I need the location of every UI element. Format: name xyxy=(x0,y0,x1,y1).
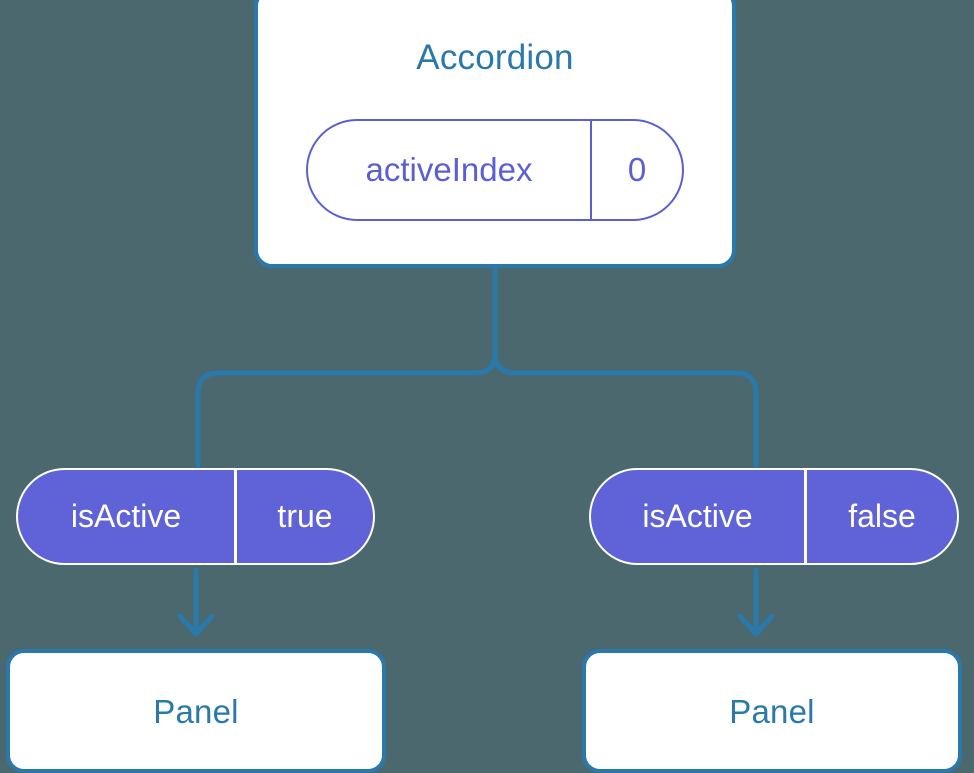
accordion-title: Accordion xyxy=(416,38,574,77)
arrow-head-left xyxy=(177,613,215,637)
tree-connector-path-right xyxy=(492,265,759,469)
panel-title-left: Panel xyxy=(153,692,239,730)
prop-pill-value: true xyxy=(234,470,373,563)
panel-node-right[interactable]: Panel xyxy=(582,649,962,773)
state-pill-value: 0 xyxy=(590,121,682,219)
prop-pill-value: false xyxy=(804,470,957,563)
prop-pill-key: isActive xyxy=(642,498,753,534)
state-pill-active-index[interactable]: activeIndex 0 xyxy=(306,119,684,221)
prop-pill-key: isActive xyxy=(70,498,182,534)
prop-pill-is-active-false[interactable]: isActive false xyxy=(589,468,959,565)
state-pill-key: activeIndex xyxy=(365,151,533,188)
arrow-head-right xyxy=(737,613,775,637)
panel-title-right: Panel xyxy=(729,692,815,730)
prop-pill-is-active-true[interactable]: isActive true xyxy=(16,468,375,565)
tree-connector-path xyxy=(195,265,498,469)
panel-node-left[interactable]: Panel xyxy=(6,649,386,773)
